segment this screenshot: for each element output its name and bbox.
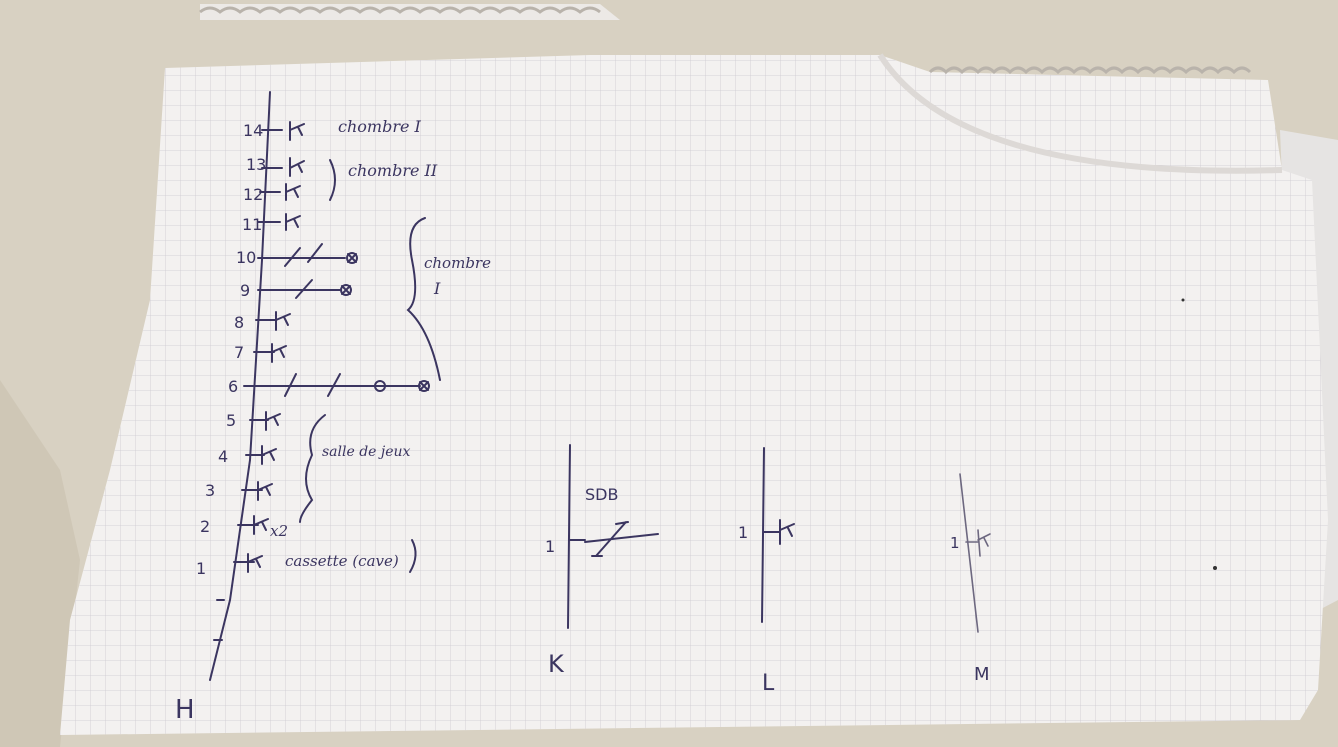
note-level-2: x2 (270, 522, 288, 540)
group-chambre-II: chombre II (348, 161, 438, 180)
riser-line-K (567, 444, 571, 629)
group-salle: salle de jeux (322, 444, 411, 460)
ink-speck (1213, 566, 1217, 570)
column-letter-L: L (762, 671, 775, 696)
note-level-1: cassette (cave) (285, 552, 399, 570)
level-label: 2 (200, 517, 210, 536)
group-chambre-I-line2: I (433, 279, 441, 298)
paper-grid (60, 55, 1328, 735)
level-label: 4 (218, 447, 228, 466)
level-label: 6 (228, 377, 238, 396)
level-label: 1 (196, 559, 206, 578)
riser-line-L (761, 447, 765, 623)
brace-chambre-I (406, 217, 441, 381)
level-label: 14 (243, 121, 263, 140)
column-H (209, 91, 441, 681)
floor-tile (0, 380, 80, 747)
brace-chambre-II (329, 159, 336, 201)
level-label: 11 (242, 215, 262, 234)
ink-speck (1181, 298, 1185, 302)
level-label: 7 (234, 343, 244, 362)
column-letter-K: K (548, 650, 565, 678)
note-level-14: chombre I (338, 117, 422, 136)
level-label: 13 (246, 155, 266, 174)
level-label: 8 (234, 313, 244, 332)
torn-holes-right (928, 66, 1252, 75)
torn-holes-top (199, 6, 601, 14)
column-K (567, 444, 659, 629)
column-letter-H: H (175, 695, 195, 725)
torn-strip-top (200, 4, 620, 20)
paper-fold (877, 53, 1283, 174)
group-chambre-I-line1: chombre (424, 254, 491, 272)
riser-line-H (209, 91, 271, 681)
level-label: 5 (226, 411, 236, 430)
paren-cave (409, 539, 417, 573)
column-L-level: 1 (738, 523, 748, 542)
column-letter-M: M (974, 664, 990, 685)
column-L (761, 447, 795, 623)
column-M-level: 1 (950, 534, 960, 552)
column-K-level: 1 (545, 537, 555, 556)
column-K-title: SDB (585, 485, 618, 504)
level-label: 3 (205, 481, 215, 500)
level-label: 9 (240, 281, 250, 300)
level-label: 10 (236, 248, 256, 267)
brace-salle (299, 414, 326, 523)
column-M (959, 473, 991, 633)
riser-line-M (959, 473, 979, 633)
level-label: 12 (243, 185, 263, 204)
